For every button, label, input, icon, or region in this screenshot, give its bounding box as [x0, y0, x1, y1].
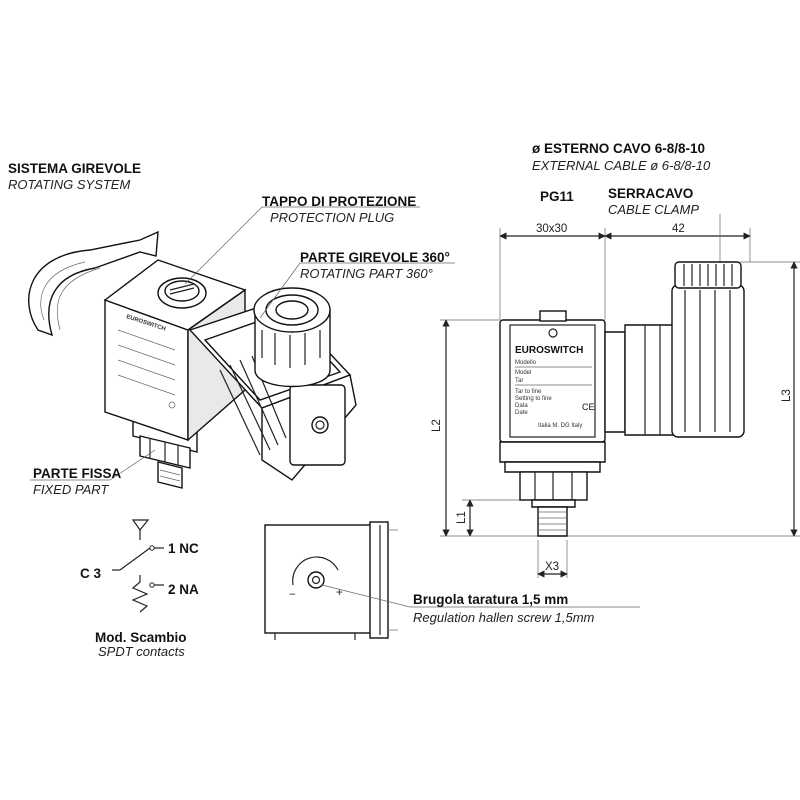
nameplate-modello: Modello	[515, 360, 537, 366]
regulation-screw-detail: − +	[264, 521, 640, 640]
fixed-part-it: PARTE FISSA	[33, 466, 122, 481]
nameplate-ce: CE	[582, 402, 595, 412]
nameplate-brand: EUROSWITCH	[515, 345, 583, 356]
minus-icon: −	[289, 589, 296, 601]
rotating-part-en: ROTATING PART 360°	[300, 266, 433, 281]
plus-icon: +	[336, 587, 343, 599]
spdt-schematic	[112, 519, 164, 613]
dim-l2: L2	[431, 419, 443, 432]
nameplate-setting: Setting to fine	[515, 396, 552, 402]
pg11-label: PG11	[540, 189, 574, 204]
dim-clamp: 42	[672, 223, 685, 235]
terminal-na: 2 NA	[168, 582, 199, 597]
rotating-system-en: ROTATING SYSTEM	[8, 177, 130, 192]
rotation-arrow-icon	[28, 230, 159, 337]
nameplate-data: Data	[515, 403, 528, 409]
dim-width: 30x30	[536, 223, 567, 235]
switch-housing: EUROSWITCH	[103, 259, 247, 442]
spdt-title-en: SPDT contacts	[98, 644, 185, 659]
dim-x3: X3	[545, 561, 559, 573]
nameplate-tar-fine: Tar to fine	[515, 389, 542, 395]
nameplate-date: Date	[515, 410, 528, 416]
rotating-system-it: SISTEMA GIREVOLE	[8, 161, 141, 176]
cable-diam-en: EXTERNAL CABLE ø 6-8/8-10	[532, 158, 711, 173]
orthographic-view: EUROSWITCH Modello Model Tar Tar to fine…	[431, 214, 800, 578]
terminal-c3: C 3	[80, 566, 102, 581]
rotating-part-it: PARTE GIREVOLE 360°	[300, 250, 450, 265]
protection-plug-it: TAPPO DI PROTEZIONE	[262, 194, 416, 209]
cable-diam-it: ø ESTERNO CAVO 6-8/8-10	[532, 141, 705, 156]
nameplate-made: Italia M. DG Italy	[538, 423, 582, 429]
dim-l3: L3	[781, 389, 793, 402]
cable-clamp-en: CABLE CLAMP	[608, 202, 699, 217]
nameplate-model: Model	[515, 370, 531, 376]
fixed-part-en: FIXED PART	[33, 482, 109, 497]
spdt-title-it: Mod. Scambio	[95, 630, 187, 645]
dim-l1: L1	[456, 511, 468, 524]
cable-clamp-it: SERRACAVO	[608, 186, 693, 201]
isometric-view: EUROSWITCH	[28, 206, 455, 489]
rotating-connector	[188, 287, 357, 481]
terminal-nc: 1 NC	[168, 541, 199, 556]
screw-label-en: Regulation hallen screw 1,5mm	[413, 610, 595, 625]
nameplate-tar: Tar	[515, 378, 523, 384]
protection-plug-en: PROTECTION PLUG	[270, 210, 394, 225]
screw-label-it: Brugola taratura 1,5 mm	[413, 592, 568, 607]
